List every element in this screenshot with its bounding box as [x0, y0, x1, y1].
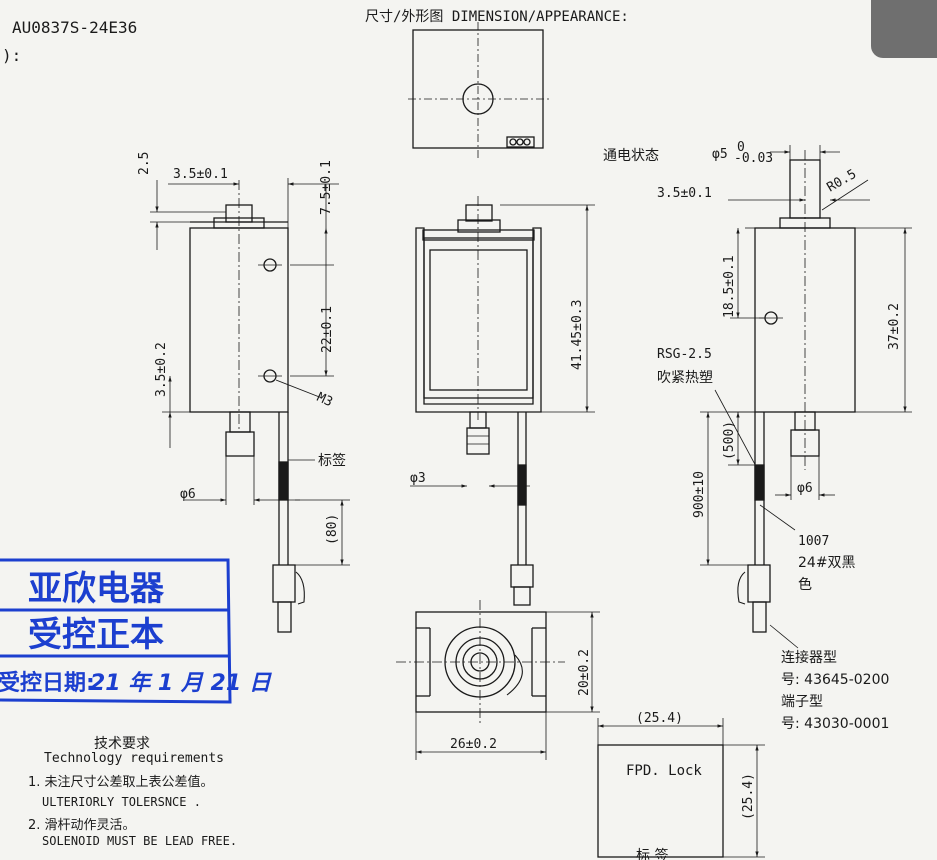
- stamp-date-handwritten: 21 年 1 月 21 日: [90, 670, 273, 696]
- connector-line-1: 连接器型: [781, 649, 837, 666]
- right-dim-phi5: φ5: [712, 147, 728, 162]
- stamp: [0, 558, 232, 704]
- dimension-title: 尺寸/外形图 DIMENSION/APPEARANCE:: [365, 9, 629, 25]
- left-view: [150, 178, 350, 633]
- left-tag-label: 标签: [318, 452, 346, 469]
- terminal-line-1: 端子型: [781, 694, 823, 710]
- right-dim-phi5-upper: 0: [737, 140, 745, 155]
- rsg-label: RSG-2.5: [657, 347, 712, 362]
- bottom-dim-20: 20±0.2: [577, 649, 592, 696]
- left-dim-80: (80): [325, 514, 340, 545]
- label-content: FPD. Lock: [626, 763, 702, 779]
- radius-label: R0.5: [825, 167, 860, 196]
- right-dim-shaft-offset: 3.5±0.1: [657, 186, 712, 201]
- label-width-dim: (25.4): [636, 711, 683, 726]
- terminal-line-2: 号: 43030-0001: [781, 716, 889, 732]
- label-caption: 标 签: [636, 847, 668, 860]
- left-dim-3-5: 3.5±0.2: [154, 342, 169, 397]
- part-number: AU0837S-24E36: [12, 18, 138, 37]
- left-dim-22: 22±0.1: [320, 306, 335, 353]
- tech-title-cn: 技术要求: [94, 736, 150, 752]
- connector-line-2: 号: 43645-0200: [781, 672, 889, 688]
- tech-item2-cn: 2. 滑杆动作灵活。: [28, 818, 136, 833]
- wire-spec-2: 24#双黑: [798, 555, 856, 571]
- stamp-line-2: 受控正本: [28, 615, 164, 655]
- tech-item1-en: ULTERIORLY TOLERSNCE .: [42, 795, 201, 809]
- wire-spec-1: 1007: [798, 534, 829, 549]
- stamp-line-1: 亚欣电器: [28, 569, 165, 609]
- thread-label: M3: [314, 390, 335, 410]
- bottom-dim-26: 26±0.2: [450, 737, 497, 752]
- energized-state-label: 通电状态: [603, 148, 659, 164]
- left-dim-phi6: φ6: [180, 487, 196, 502]
- label-box: [597, 718, 765, 858]
- tech-title-en: Technology requirements: [44, 751, 225, 766]
- right-dim-37: 37±0.2: [887, 303, 902, 350]
- tech-item1-cn: 1. 未注尺寸公差取上表公差值。: [28, 775, 214, 790]
- tech-item2-en: SOLENOID MUST BE LEAD FREE.: [42, 834, 238, 848]
- corner-tab: [871, 0, 937, 58]
- right-dim-900: 900±10: [692, 471, 707, 518]
- right-dim-phi6: φ6: [797, 481, 813, 496]
- heat-shrink-label: 吹紧热塑: [657, 370, 713, 386]
- top-view: [408, 22, 550, 160]
- part-number-suffix: ):: [2, 46, 22, 65]
- bottom-view: [396, 600, 600, 760]
- left-dim-2-5: 2.5: [137, 152, 152, 175]
- center-dim-41-45: 41.45±0.3: [570, 300, 585, 370]
- right-dim-phi5-lower: -0.03: [734, 151, 773, 166]
- right-view: [700, 145, 912, 649]
- left-dim-shaft-offset: 3.5±0.1: [173, 167, 228, 182]
- right-dim-18-5: 18.5±0.1: [722, 255, 737, 318]
- center-view: [410, 196, 595, 606]
- label-height-dim: (25.4): [741, 773, 756, 820]
- left-dim-7-5: 7.5±0.1: [319, 160, 334, 215]
- center-dim-phi3: φ3: [410, 471, 426, 486]
- wire-spec-3: 色: [798, 576, 812, 593]
- stamp-date-prefix: 受控日期:: [0, 670, 95, 696]
- right-dim-500: (500): [722, 421, 737, 460]
